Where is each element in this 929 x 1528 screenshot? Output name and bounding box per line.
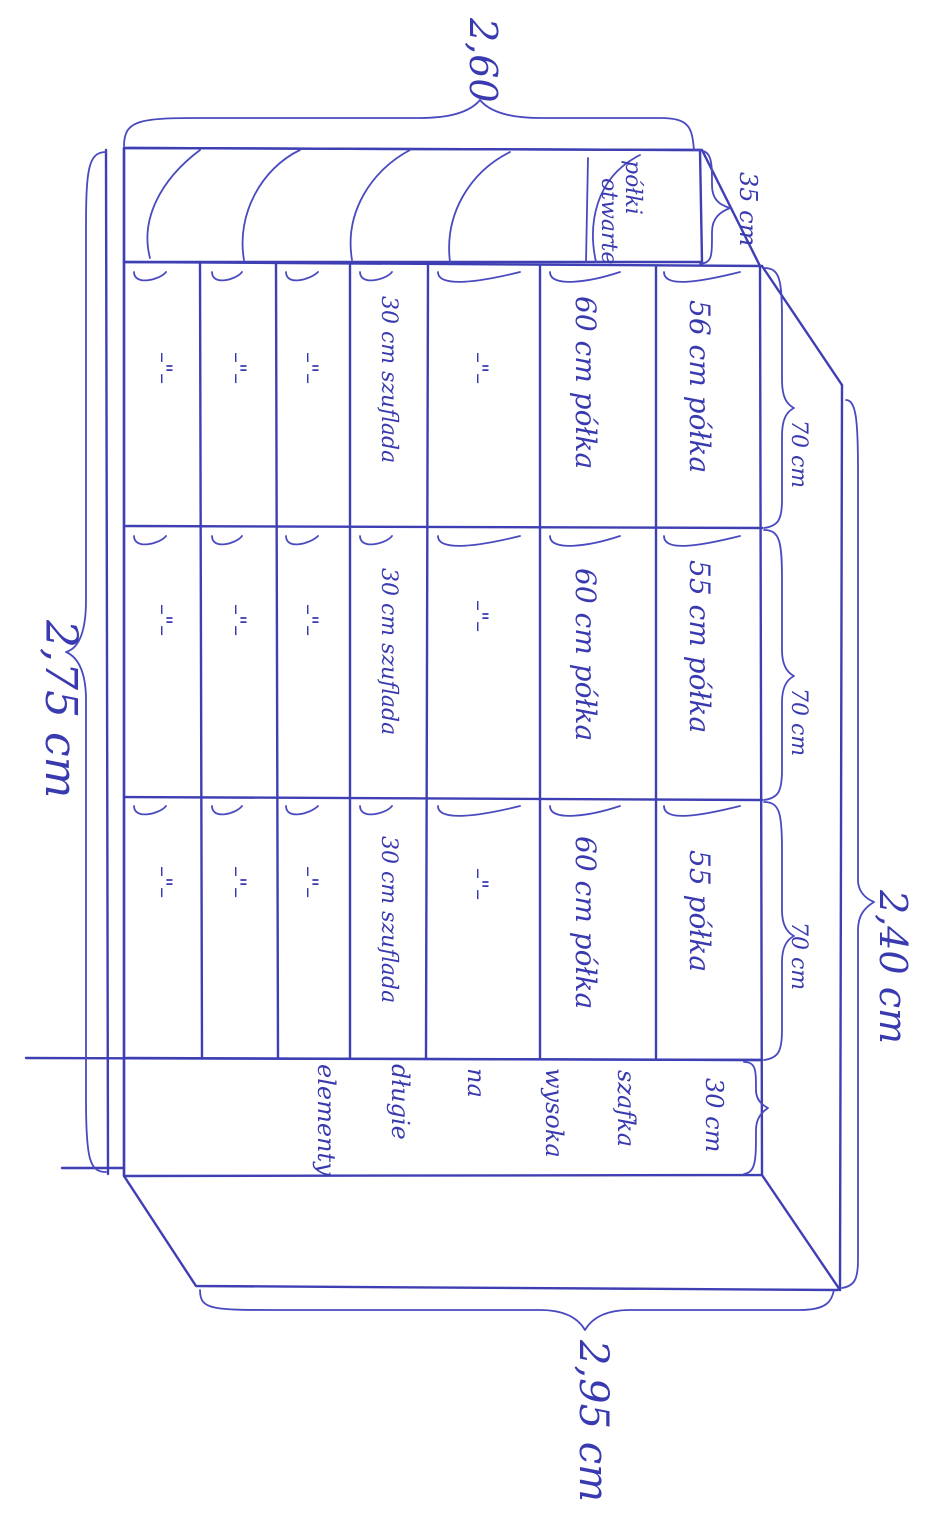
bottom-width-label: 2,95 cm — [570, 1339, 616, 1502]
side-cabinet: 30 cm szafka wysoka na długie elementy — [312, 1064, 728, 1176]
side-cabinet-line: elementy — [312, 1064, 340, 1176]
cell-label: –"– — [224, 604, 249, 636]
cell-label: –"– — [296, 352, 321, 384]
side-cabinet-width: 30 cm — [700, 1078, 728, 1152]
cell-label: 56 cm półka — [683, 300, 716, 473]
column-3: 55 półka 60 cm półka –"– 30 cm szuflada … — [150, 836, 716, 1009]
cell-label: –"– — [150, 604, 175, 636]
cell-label: 30 cm szuflada — [376, 568, 401, 735]
side-cabinet-line: na — [462, 1068, 490, 1098]
cell-label: –"– — [466, 352, 491, 384]
side-cabinet-line: długie — [386, 1064, 414, 1140]
cell-label: 60 cm półka — [569, 568, 602, 741]
wardrobe-outline — [104, 146, 844, 1292]
cell-label: –"– — [466, 868, 491, 900]
cell-label: –"– — [296, 604, 321, 636]
cell-label: –"– — [224, 352, 249, 384]
cell-label: 30 cm szuflada — [376, 836, 401, 1003]
top-open-shelf-box — [122, 146, 764, 268]
cell-label: 30 cm szufladа — [376, 296, 401, 463]
row-brace-marks — [133, 271, 741, 817]
column-1: 56 cm półka 60 cm półka –"– 30 cm szufla… — [150, 296, 716, 473]
cell-label: –"– — [296, 866, 321, 898]
column-width-label-3: 70 cm — [786, 922, 811, 990]
column-width-label-1: 70 cm — [786, 420, 811, 488]
cell-label: –"– — [224, 866, 249, 898]
right-height-label: 2,40 cm — [871, 889, 915, 1044]
top-box-label-line2: otwarte — [596, 178, 621, 264]
top-shelf-depth-label: 35 cm — [734, 172, 762, 246]
cell-label: 60 cm półka — [569, 836, 602, 1009]
dimension-braces — [65, 99, 875, 1331]
cell-label: 60 cm półka — [569, 296, 602, 469]
cell-label: –"– — [150, 352, 175, 384]
column-2: 55 cm półka 60 cm półka –"– 30 cm szufla… — [150, 560, 716, 741]
side-cabinet-line: wysoka — [540, 1068, 568, 1158]
left-height-label: 2,75 cm — [35, 619, 86, 798]
cell-label: 55 cm półka — [683, 560, 716, 733]
cell-label: –"– — [466, 600, 491, 632]
cell-label: 55 półka — [683, 850, 716, 972]
top-box-label-line1: półki — [620, 160, 645, 215]
side-cabinet-line: szafka — [612, 1070, 640, 1147]
cell-label: –"– — [150, 866, 175, 898]
column-width-label-2: 70 cm — [786, 688, 811, 756]
top-width-label: 2,60 — [461, 17, 505, 103]
shelf-grid — [24, 260, 764, 1170]
